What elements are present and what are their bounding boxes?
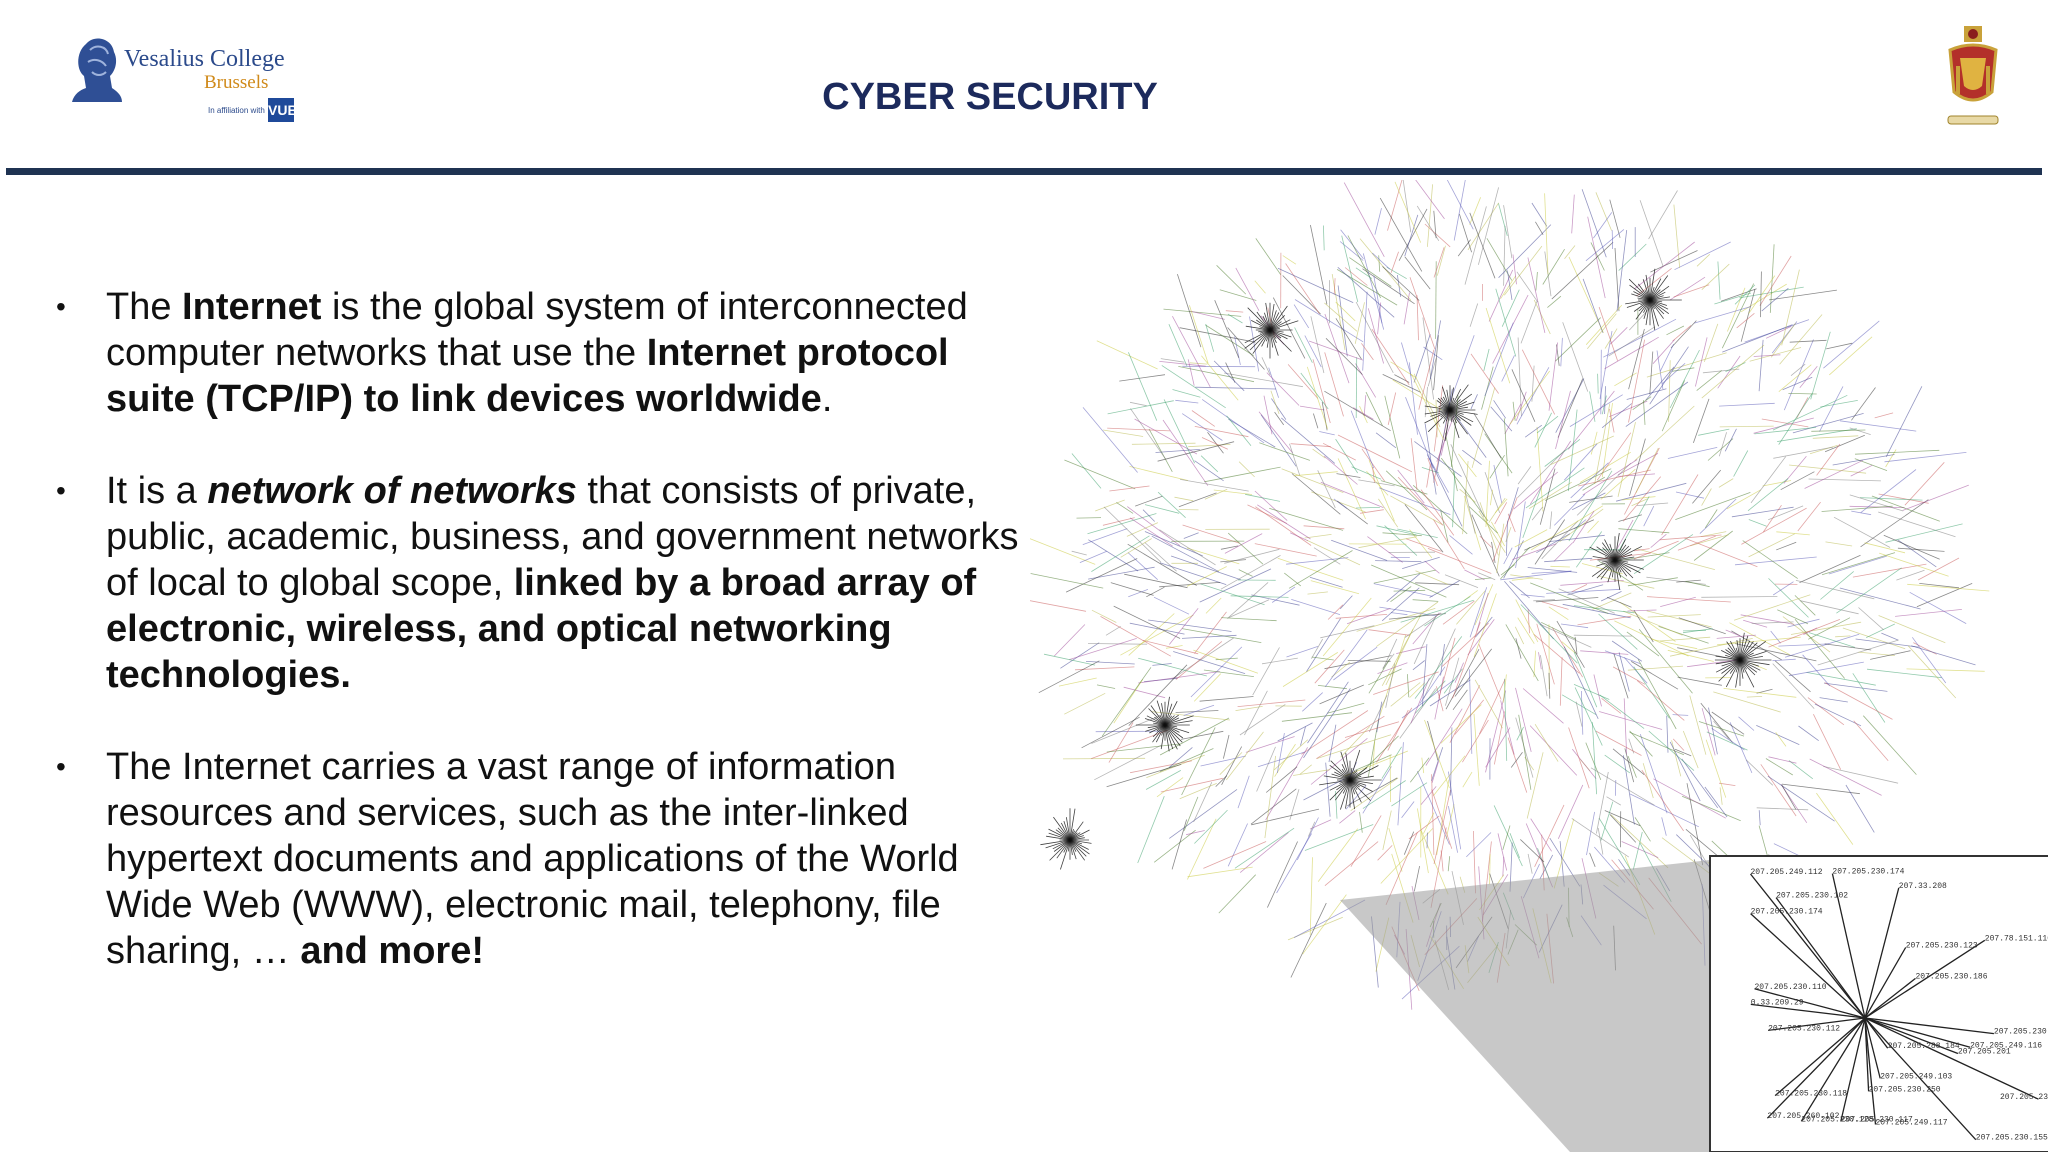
vesalius-bust-icon bbox=[72, 38, 122, 102]
inset-ip-label: 207.205.230.112 bbox=[1768, 1024, 1840, 1033]
inset-ip-label: 207.205.230.174 bbox=[1751, 908, 1823, 917]
bullet-text: The Internet carries a vast range of inf… bbox=[106, 746, 959, 972]
internet-map-graphic: 0.33.209.29 207.205.230.250 207.33.208 207.… bbox=[1030, 180, 2048, 1152]
inset-ip-label: 207.205.230.118 bbox=[1775, 1090, 1847, 1099]
vesalius-college-logo: Vesalius College Brussels In affiliation… bbox=[72, 36, 312, 132]
inset-ip-label: 207.205.201 bbox=[1958, 1048, 2011, 1057]
inset-ip-label: 207.205.230.117 bbox=[1841, 1115, 1913, 1124]
bullet-dot: • bbox=[56, 751, 66, 782]
bullet-dot: • bbox=[56, 475, 66, 506]
inset-ip-label: 207.33.208 bbox=[1899, 882, 1947, 891]
inset-ip-label: 207.205.230.186 bbox=[1916, 972, 1988, 981]
bullet-dot: • bbox=[56, 291, 66, 322]
college-city: Brussels bbox=[204, 72, 269, 93]
crest-icon bbox=[1947, 26, 1999, 125]
inset-ip-label: 207.205.230.123 bbox=[1906, 941, 1978, 950]
header-divider bbox=[6, 168, 2042, 175]
inset-ip-label: 0.33.209.29 bbox=[1751, 998, 1804, 1007]
college-name: Vesalius College bbox=[124, 46, 285, 72]
bullet-item: • It is a network of networks that consi… bbox=[56, 468, 1036, 698]
inset-ip-label: 207.205.260.102 bbox=[1767, 1112, 1839, 1121]
inset-ip-label: 207.205.249.103 bbox=[1880, 1072, 1952, 1081]
inset-ip-label: 207.205.288.184 bbox=[1888, 1042, 1960, 1051]
bullet-list: • The Internet is the global system of i… bbox=[56, 284, 1036, 974]
bullet-item: • The Internet is the global system of i… bbox=[56, 284, 1036, 422]
vub-logo: VUB bbox=[268, 98, 298, 122]
inset-ip-label: 207.205.249.117 bbox=[1876, 1119, 1948, 1128]
inset-ip-label: 207.205.249.112 bbox=[1751, 868, 1823, 877]
inset-ip-label: 207.205.249.116 bbox=[1970, 1041, 2042, 1050]
slide-title: CYBER SECURITY bbox=[822, 76, 1158, 118]
inset-ip-label: 207.205.230.110 bbox=[1755, 983, 1827, 992]
slide-header: Vesalius College Brussels In affiliation… bbox=[0, 0, 2048, 180]
bullet-text: It is a network of networks that consist… bbox=[106, 470, 1019, 696]
inset-ip-label: 207.205.230.174 bbox=[1832, 868, 1904, 877]
bullet-item: • The Internet carries a vast range of i… bbox=[56, 744, 1036, 974]
inset-ip-label: 207.205.230.105 bbox=[1994, 1028, 2048, 1037]
inset-ip-label: 207.205.230.102 bbox=[1776, 892, 1848, 901]
inset-ip-label: 207.205.230.128 bbox=[1801, 1115, 1873, 1124]
inset-ip-label: 207.78.151.110 bbox=[1985, 934, 2048, 943]
inset-ip-label: 207.205.230.155 bbox=[1976, 1134, 2048, 1143]
zoom-wedge bbox=[1340, 860, 1710, 1152]
affiliation-text: In affiliation with bbox=[208, 106, 265, 115]
inset-zoom-panel: 0.33.209.29 207.205.230.250 207.33.208 207.… bbox=[1709, 855, 2048, 1152]
inset-ip-label: 207.205.230.110 bbox=[2000, 1093, 2048, 1102]
inset-ip-label: 207.205.230.250 bbox=[1869, 1085, 1941, 1094]
bullet-text: The Internet is the global system of int… bbox=[106, 286, 968, 420]
